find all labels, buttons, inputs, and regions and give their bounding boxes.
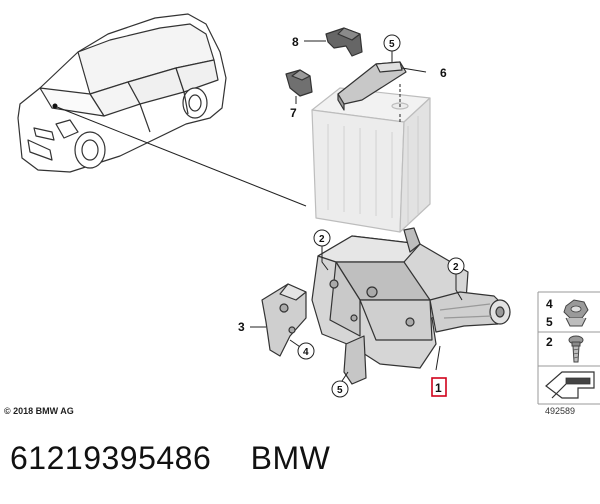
diagram-id: 492589 <box>545 406 576 416</box>
battery-illustration <box>311 87 431 233</box>
svg-text:5: 5 <box>389 39 395 50</box>
part-1-highlight-box <box>431 377 447 397</box>
circled-callout-4: 4 <box>297 342 315 360</box>
holddown-strap-part <box>337 61 407 111</box>
terminal-cover-part <box>325 27 363 57</box>
legend-item-2: 2 <box>546 335 553 349</box>
fastener-legend: 4 5 2 <box>537 291 600 405</box>
circled-callout-5-bottom: 5 <box>331 380 349 398</box>
nut-icon <box>563 299 589 327</box>
circled-callout-5-top: 5 <box>383 34 401 52</box>
brand-name: BMW <box>250 440 331 476</box>
part-number: 61219395486 <box>10 440 212 476</box>
callout-6: 6 <box>440 66 447 80</box>
car-marker-dot <box>52 103 58 109</box>
bolt-icon <box>568 335 584 363</box>
callout-1: 1 <box>435 381 442 395</box>
circled-callout-2-right: 2 <box>447 257 465 275</box>
car-leader-line <box>56 106 307 207</box>
legend-item-5: 5 <box>546 315 553 329</box>
parts-diagram: 8 7 6 3 1 5 2 2 4 5 4 5 2 <box>17 13 600 405</box>
bracket-part <box>261 283 307 357</box>
circled-callout-2-left: 2 <box>313 229 331 247</box>
svg-text:5: 5 <box>337 385 343 396</box>
callout-8: 8 <box>292 35 299 49</box>
callout-7: 7 <box>290 106 297 120</box>
connector-part <box>285 69 313 97</box>
svg-text:2: 2 <box>319 234 325 245</box>
svg-text:2: 2 <box>453 262 459 273</box>
arrow-icon <box>545 371 595 399</box>
footer-caption: 61219395486 BMW <box>10 440 330 477</box>
legend-item-4: 4 <box>546 297 553 311</box>
car-illustration <box>17 13 227 173</box>
svg-text:4: 4 <box>303 347 309 358</box>
callout-3: 3 <box>238 320 245 334</box>
battery-tray-part <box>311 227 511 385</box>
copyright-text: © 2018 BMW AG <box>4 406 74 416</box>
